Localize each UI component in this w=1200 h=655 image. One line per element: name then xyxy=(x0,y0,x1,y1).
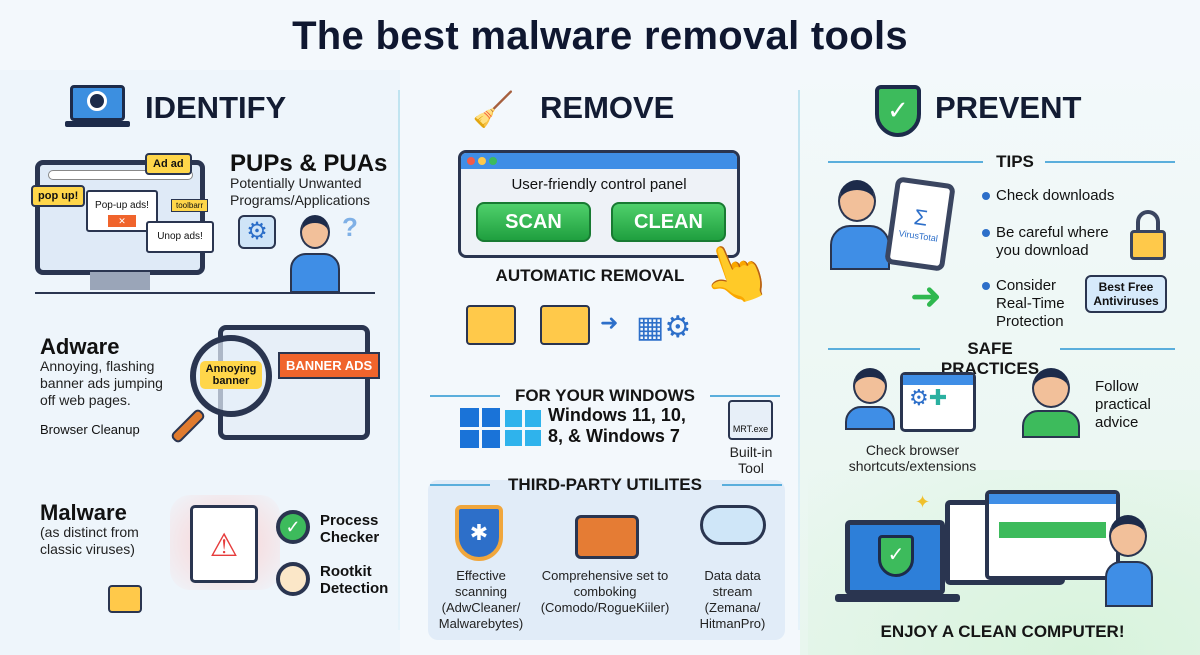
tip-item: Consider Real-Time Protection xyxy=(982,277,1086,331)
scan-button[interactable]: SCAN xyxy=(476,202,591,242)
pups-title: PUPs & PUAs xyxy=(230,150,388,177)
page-title: The best malware removal tools xyxy=(292,14,908,58)
browser-window-illustration xyxy=(985,490,1120,580)
person-tablet-illustration xyxy=(830,180,890,270)
magnifier-icon: Annoying banner xyxy=(190,335,272,417)
happy-person-illustration xyxy=(1105,515,1153,607)
grid-gear-icon: ▦⚙ xyxy=(636,311,692,344)
popup-ad: Pop-up ads! xyxy=(95,200,149,211)
arrow-icon: ➜ xyxy=(600,310,619,335)
rootkit-magnifier-icon xyxy=(276,562,310,596)
process-checker: Process Checker xyxy=(320,512,380,546)
browser-extensions-icon: ⚙✚ xyxy=(900,372,976,432)
shield-check-icon: ✓ xyxy=(878,535,914,577)
best-free-antiviruses-bubble[interactable]: Best Free Antiviruses xyxy=(1085,275,1167,313)
divider xyxy=(430,484,490,486)
shield-check-icon: ✓ xyxy=(875,85,921,137)
padlock-icon xyxy=(1130,210,1166,260)
windows-heading: FOR YOUR WINDOWS xyxy=(514,386,696,405)
divider xyxy=(1045,161,1175,163)
tip-item: Check downloads xyxy=(982,187,1136,205)
utility-tools: (AdwCleaner/ Malwarebytes) xyxy=(438,600,524,631)
folder-cleaning-icon xyxy=(540,305,590,345)
laptop-illustration: ✓ xyxy=(845,520,945,595)
popup-ad: toolbarr xyxy=(171,199,209,212)
browser-cleanup: Browser Cleanup xyxy=(40,422,140,437)
shield-bug-icon: ✱ xyxy=(455,505,503,561)
process-check-icon: ✓ xyxy=(276,510,310,544)
windows-logo-icon xyxy=(460,408,500,448)
banner-ads: BANNER ADS xyxy=(278,352,381,379)
utility-comodo: Comprehensive set to comboking(Comodo/Ro… xyxy=(535,568,675,616)
folder-icon xyxy=(108,585,142,613)
thinking-person-illustration xyxy=(1022,368,1080,438)
automatic-removal-heading: AUTOMATIC REMOVAL xyxy=(495,266,685,285)
adware-title: Adware xyxy=(40,334,120,359)
utility-label: Comprehensive set to comboking xyxy=(541,568,669,599)
divider xyxy=(722,484,782,486)
popup-window: Pop-up ads! ✕ xyxy=(86,190,158,232)
annoying-banner-label: Annoying banner xyxy=(200,361,262,389)
popup-ad: pop up! xyxy=(31,185,86,207)
divider xyxy=(798,90,800,630)
tip-item: Be careful where you download xyxy=(982,224,1131,260)
follow-advice: Follow practical advice xyxy=(1095,378,1151,431)
monitor-stand xyxy=(90,272,150,290)
builtin-tool: Built-in Tool xyxy=(729,444,773,476)
mrt-exe-icon: MRT.exe xyxy=(728,400,773,440)
desk-line xyxy=(35,292,375,294)
malware-desc: (as distinct from classic viruses) xyxy=(40,524,139,557)
toolbox-icon xyxy=(575,515,639,559)
divider xyxy=(430,395,500,397)
popup-ad: Ad ad xyxy=(145,153,192,175)
utility-adwcleaner: Effective scanning(AdwCleaner/ Malwareby… xyxy=(436,568,526,632)
utility-label: Data data stream xyxy=(704,568,761,599)
green-arrow-icon: ➜ xyxy=(910,276,942,318)
rootkit-detection: Rootkit Detection xyxy=(320,563,389,597)
identify-header: IDENTIFY xyxy=(145,90,287,125)
divider xyxy=(1060,348,1175,350)
gear-icon: ⚙ xyxy=(238,215,276,249)
remove-header: REMOVE xyxy=(540,90,675,125)
person-illustration xyxy=(845,368,895,430)
divider xyxy=(828,348,920,350)
confused-person-illustration xyxy=(290,215,340,293)
warning-document-icon: ⚠ xyxy=(190,505,258,583)
sparkle-icon: ✦ xyxy=(915,492,931,512)
utility-zemana: Data data stream(Zemana/ HitmanPro) xyxy=(690,568,775,632)
divider xyxy=(710,395,780,397)
prevent-header: PREVENT xyxy=(935,90,1082,125)
cloud-data-icon xyxy=(700,505,766,545)
clean-button[interactable]: CLEAN xyxy=(611,202,726,242)
pups-subtitle: Potentially Unwanted Programs/Applicatio… xyxy=(230,175,371,208)
panel-title: User-friendly control panel xyxy=(511,176,687,193)
laptop-magnifier-icon xyxy=(65,85,130,130)
adware-desc: Annoying, flashing banner ads jumping of… xyxy=(40,358,163,408)
folder-icon xyxy=(466,305,516,345)
popup-ad: Unop ads! xyxy=(146,221,214,253)
third-party-heading: THIRD-PARTY UTILITES xyxy=(508,475,702,494)
control-panel-window: User-friendly control panel SCAN CLEAN xyxy=(458,150,740,258)
windows-logo-icon xyxy=(505,410,541,446)
close-icon[interactable]: ✕ xyxy=(108,215,136,227)
divider xyxy=(398,90,400,630)
windows-versions: Windows 11, 10, 8, & Windows 7 xyxy=(548,405,686,446)
broom-icon: 🧹 xyxy=(472,91,515,129)
tips-heading: TIPS xyxy=(996,152,1034,171)
utility-label: Effective scanning xyxy=(454,568,508,599)
laptop-base xyxy=(835,594,960,602)
question-mark-icon: ? xyxy=(342,212,358,242)
utility-tools: (Zemana/ HitmanPro) xyxy=(699,600,766,631)
utility-tools: (Comodo/RogueKiiler) xyxy=(540,600,670,615)
malware-title: Malware xyxy=(40,500,127,525)
footer-text: ENJOY A CLEAN COMPUTER! xyxy=(880,622,1125,641)
divider xyxy=(828,161,983,163)
